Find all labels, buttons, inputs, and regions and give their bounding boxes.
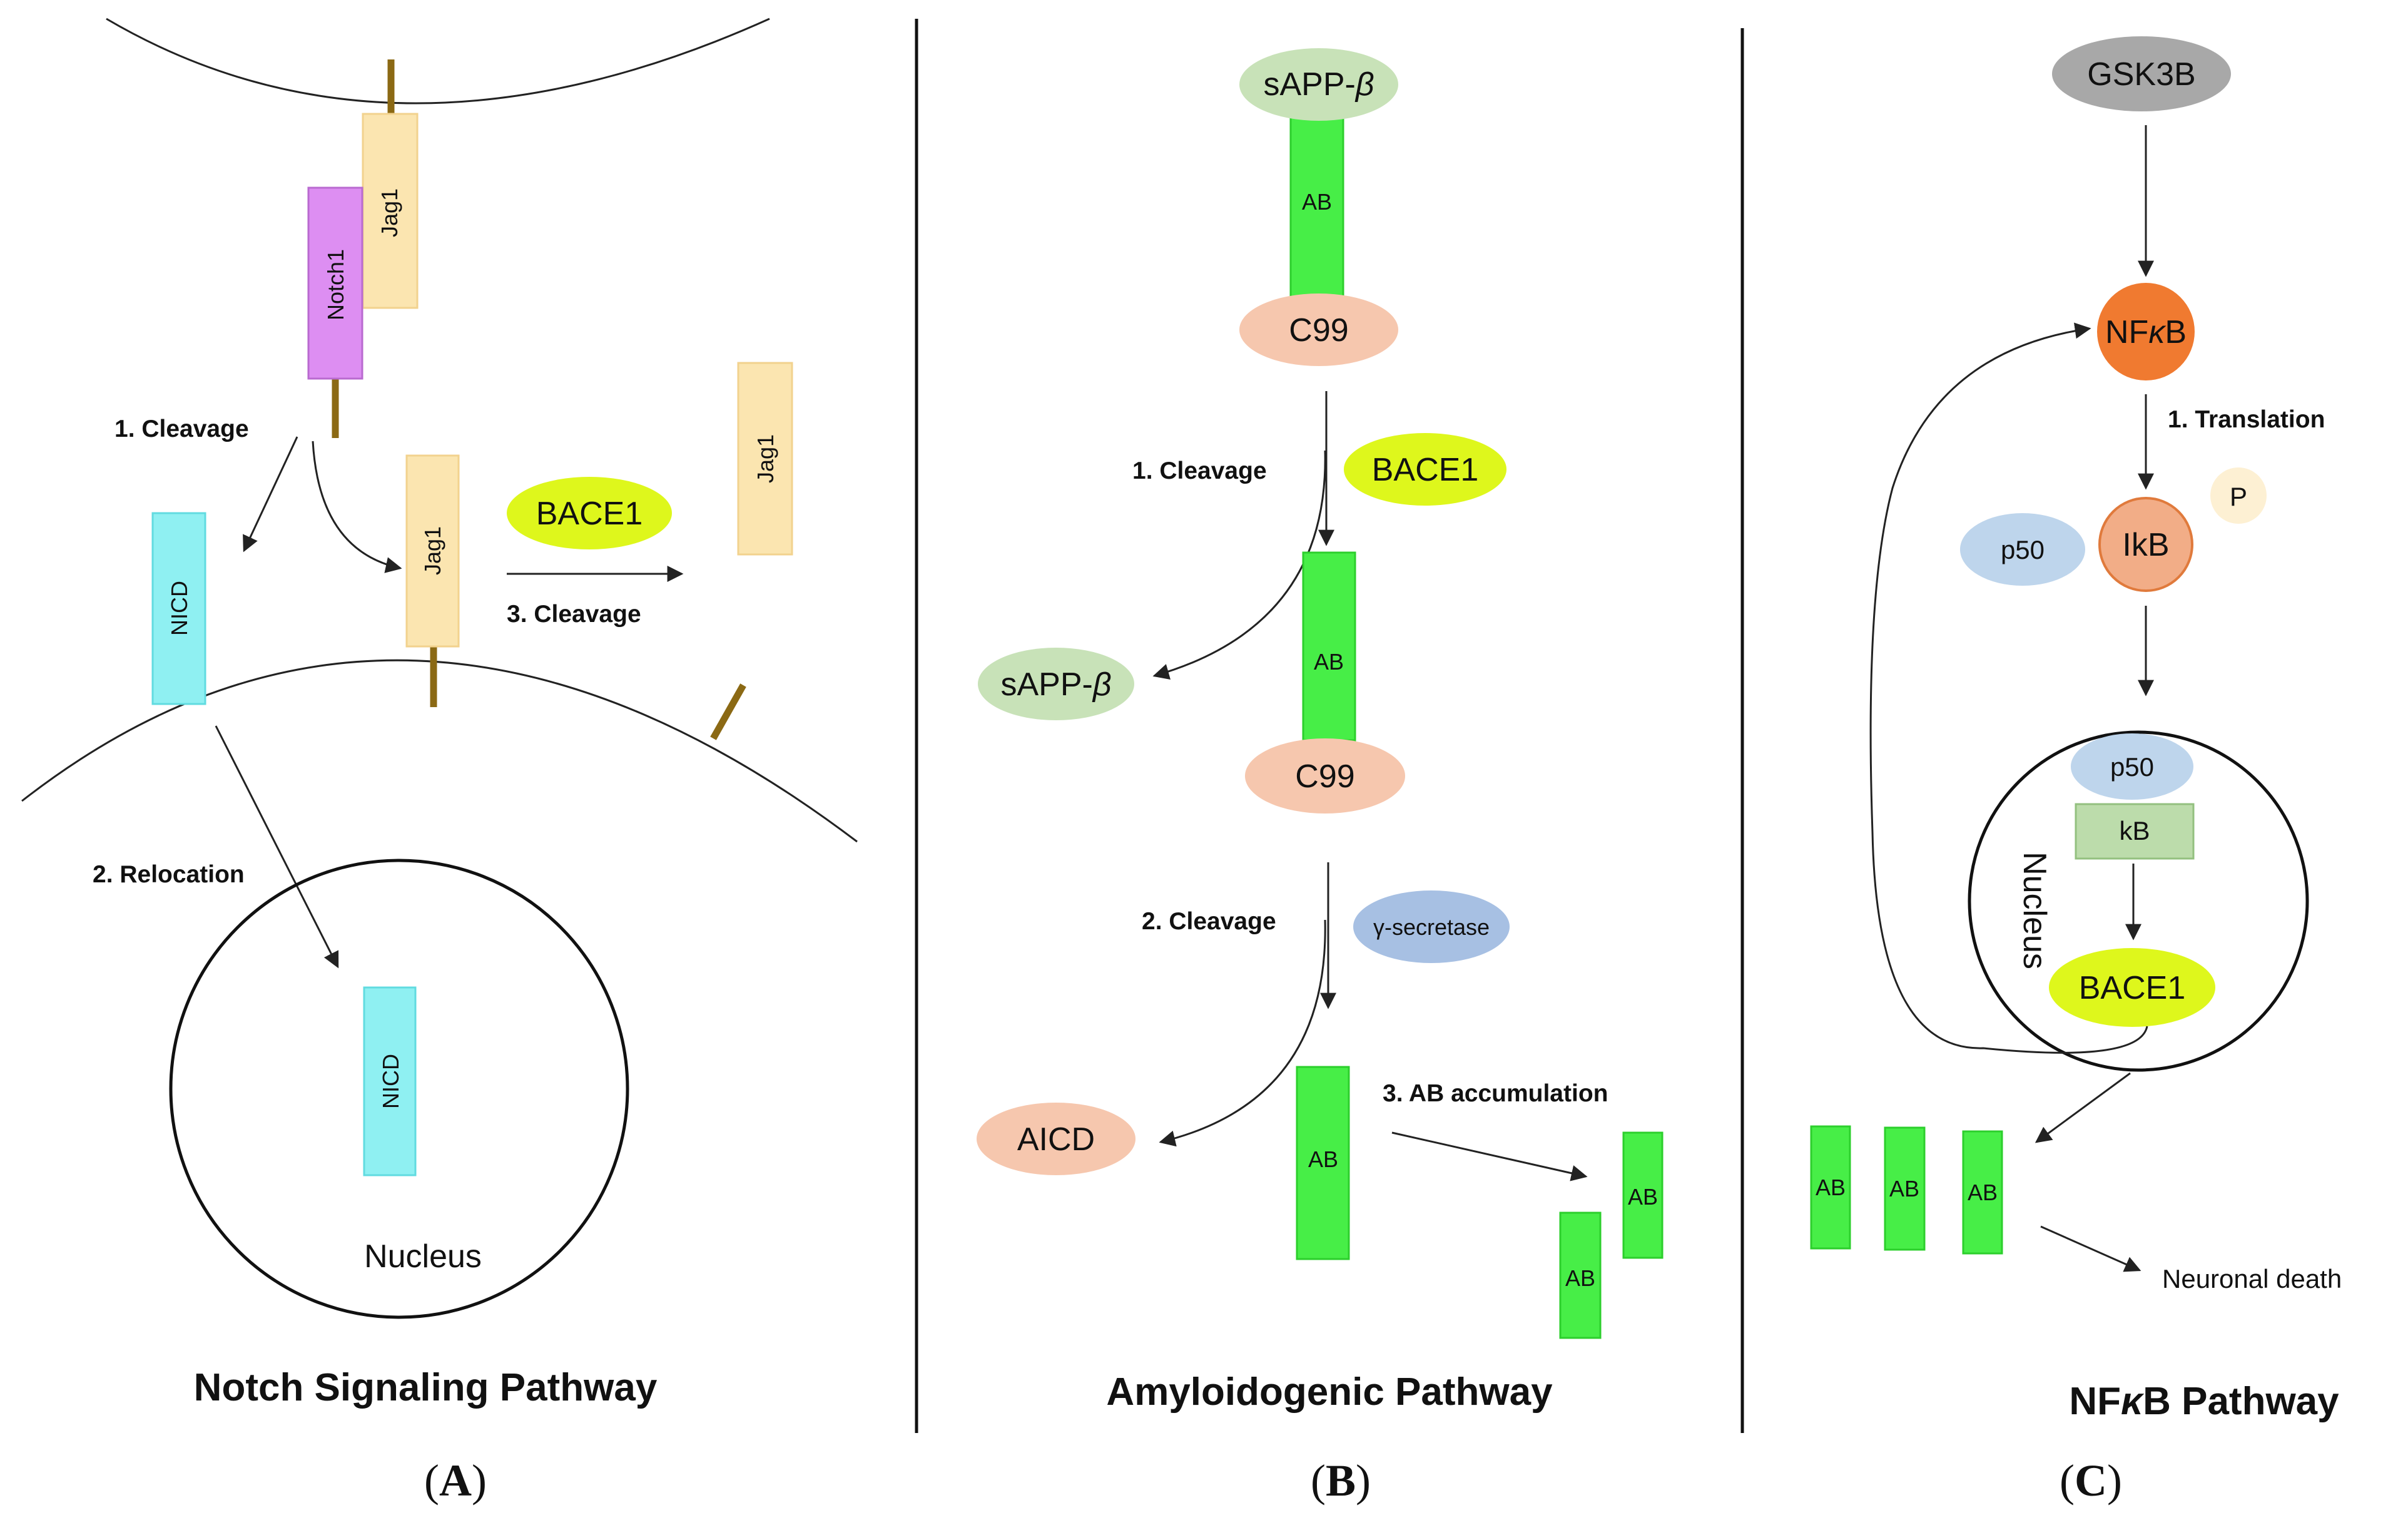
ab-aggregate-1-label: AB xyxy=(1628,1184,1658,1210)
step-a2-label: 2. Relocation xyxy=(93,861,245,888)
nicd-label-nucleus: NICD xyxy=(378,1054,404,1109)
c99-middle xyxy=(1245,738,1405,814)
p-label: P xyxy=(2230,482,2247,511)
lower-cell-membrane xyxy=(21,659,858,843)
p50-label-nucleus: p50 xyxy=(2110,752,2154,782)
jag1-label-released: Jag1 xyxy=(753,434,778,483)
jag1-receptor-membrane xyxy=(405,454,460,648)
kb-label: kB xyxy=(2119,816,2150,845)
c99-label-middle: C99 xyxy=(1295,758,1354,795)
panel-a-letter: (A) xyxy=(424,1456,487,1506)
cleaved-stalk xyxy=(710,683,746,740)
panel-a-title: Notch Signaling Pathway xyxy=(194,1366,658,1409)
panel-b: AB sAPP-β C99 1. Cleavage BACE1 sAPP-β A… xyxy=(977,48,1664,1506)
bace1-enzyme-c xyxy=(2049,948,2215,1027)
ab-peptide-middle xyxy=(1302,551,1356,742)
nfkb-factor xyxy=(2097,283,2195,380)
ab-label-top: AB xyxy=(1302,189,1332,215)
ab-peptide-c2 xyxy=(1884,1126,1926,1251)
gamma-secretase-enzyme xyxy=(1353,890,1510,963)
step-b3-label: 3. AB accumulation xyxy=(1383,1080,1608,1107)
sapp-beta-released xyxy=(978,648,1134,720)
arrow-to-neuronal-death xyxy=(2040,1225,2141,1272)
sapp-beta-label-top: sAPP-β xyxy=(1263,66,1374,103)
ab-aggregate-1 xyxy=(1622,1131,1664,1259)
sapp-beta-top xyxy=(1239,48,1398,121)
jag1-label-top: Jag1 xyxy=(377,188,402,237)
gamma-secretase-label: γ-secretase xyxy=(1373,914,1490,940)
panel-b-letter: (B) xyxy=(1311,1456,1371,1506)
ab-peptide-released xyxy=(1296,1066,1350,1260)
nucleus-label-a: Nucleus xyxy=(364,1238,482,1275)
ab-peptide-c3 xyxy=(1962,1130,2003,1255)
arrow-to-nicd xyxy=(243,436,298,553)
notch1-label: Notch1 xyxy=(323,249,348,320)
jag1-released xyxy=(737,362,793,556)
c99-label-top: C99 xyxy=(1289,312,1348,349)
bace1-label-c: BACE1 xyxy=(2079,970,2186,1006)
panel-b-title: Amyloidogenic Pathway xyxy=(1106,1370,1553,1414)
step-b2-label: 2. Cleavage xyxy=(1142,908,1276,935)
p-phosphate xyxy=(2210,467,2267,524)
sapp-beta-label-released: sAPP-β xyxy=(1000,666,1111,703)
step-c1-label: 1. Translation xyxy=(2168,406,2325,433)
jag1-receptor-top xyxy=(362,113,419,309)
ab-aggregate-2 xyxy=(1559,1211,1602,1339)
step-a1-label: 1. Cleavage xyxy=(114,416,249,442)
kb-site xyxy=(2075,803,2195,860)
feedback-loop-arrow xyxy=(1869,322,2148,1054)
arrow-bace1-to-ab xyxy=(2035,1072,2131,1143)
ab-label-c3: AB xyxy=(1968,1180,1998,1205)
step-b1-label: 1. Cleavage xyxy=(1132,457,1267,484)
ab-label-released: AB xyxy=(1308,1146,1338,1172)
ab-label-middle: AB xyxy=(1314,649,1344,675)
arrow-ab-accumulation xyxy=(1391,1131,1588,1181)
arrow-to-sapp-beta xyxy=(1152,450,1326,680)
panel-c-title: NFκB Pathway xyxy=(2069,1380,2339,1423)
nucleus-c xyxy=(1968,730,2309,1072)
aicd-fragment xyxy=(977,1103,1135,1175)
arrow-to-jag1 xyxy=(312,441,402,573)
nicd-membrane xyxy=(151,512,206,705)
p50-subunit-top xyxy=(1960,513,2085,586)
ab-aggregate-2-label: AB xyxy=(1565,1265,1595,1291)
jag1-label-membrane: Jag1 xyxy=(420,526,445,575)
bace1-label-b: BACE1 xyxy=(1372,452,1479,488)
arrow-relocation xyxy=(215,725,339,969)
gsk3b-kinase xyxy=(2052,36,2231,111)
ab-peptide-c1 xyxy=(1810,1125,1851,1250)
ab-peptide-top xyxy=(1289,115,1344,300)
bace1-label-a: BACE1 xyxy=(536,496,643,532)
panel-a: Jag1 Notch1 1. Cleavage NICD Jag1 BACE1 … xyxy=(21,18,858,1506)
ab-label-c1: AB xyxy=(1816,1175,1846,1200)
upper-cell-membrane xyxy=(106,18,770,105)
arrow-to-aicd xyxy=(1159,919,1326,1147)
panel-c-letter: (C) xyxy=(2060,1456,2122,1506)
neuronal-death-label: Neuronal death xyxy=(2162,1264,2342,1293)
p50-subunit-nucleus xyxy=(2071,733,2193,800)
notch1-receptor xyxy=(307,186,363,380)
ikb-label: IkB xyxy=(2122,527,2169,563)
bace1-enzyme-a xyxy=(507,477,672,549)
gsk3b-label: GSK3B xyxy=(2087,56,2195,93)
nicd-nucleus xyxy=(363,986,417,1176)
nucleus-a xyxy=(169,859,629,1319)
step-a3-label: 3. Cleavage xyxy=(507,601,641,628)
ab-label-c2: AB xyxy=(1889,1176,1919,1201)
nfkb-label: NFκB xyxy=(2105,314,2187,350)
nucleus-label-c: Nucleus xyxy=(2016,852,2053,969)
c99-top xyxy=(1239,293,1398,366)
bace1-enzyme-b xyxy=(1344,433,1506,506)
p50-label-top: p50 xyxy=(2001,535,2045,564)
aicd-label: AICD xyxy=(1017,1121,1095,1158)
panel-c: GSK3B NFκB 1. Translation p50 P IkB p50 … xyxy=(1810,36,2342,1506)
nicd-label-membrane: NICD xyxy=(166,581,192,636)
ikb-inhibitor xyxy=(2098,497,2193,592)
